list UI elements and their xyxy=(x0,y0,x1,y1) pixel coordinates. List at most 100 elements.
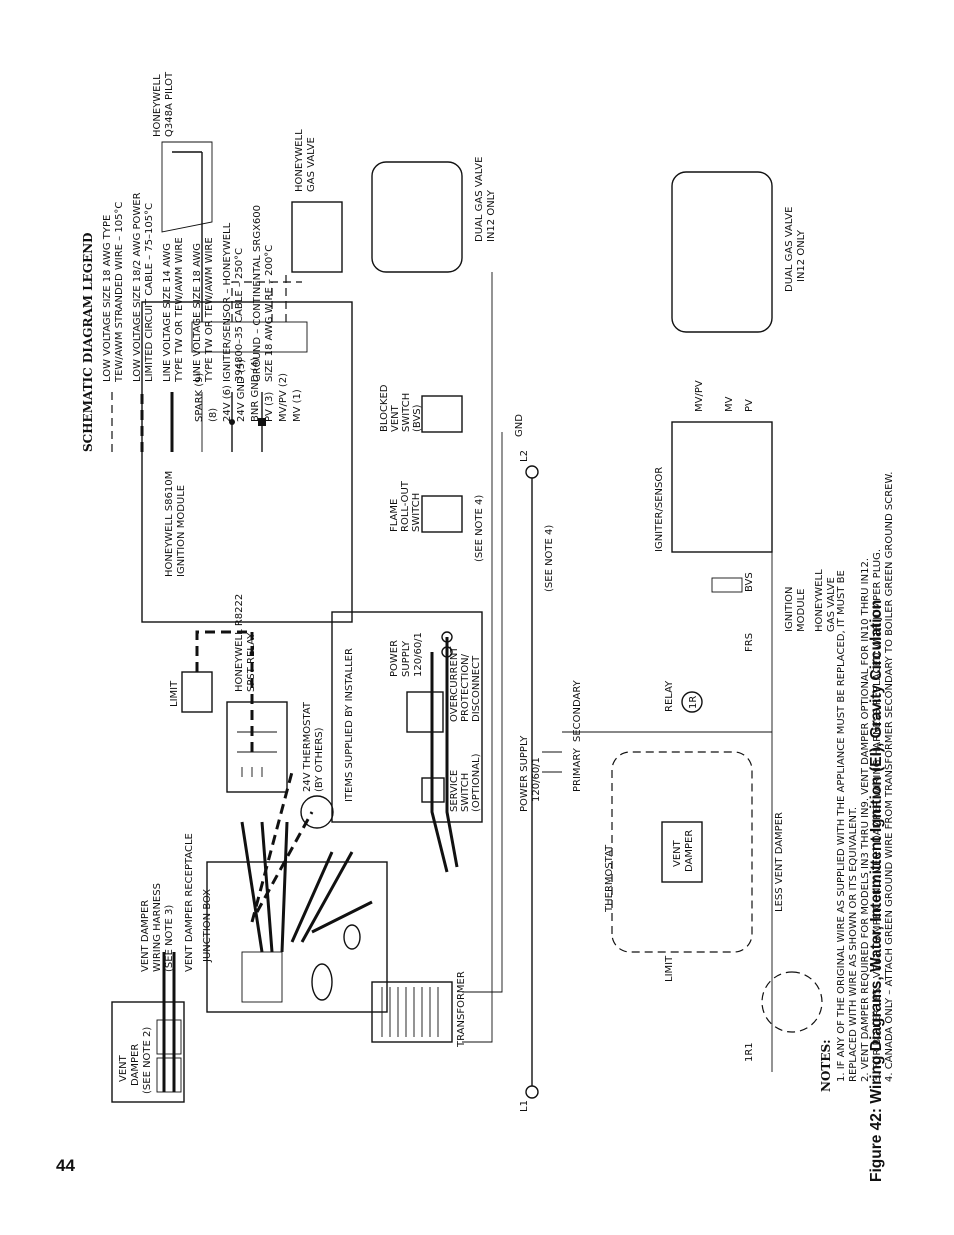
notes-title: NOTES: xyxy=(819,1039,833,1092)
ladder-igniter-label: IGNITER/SENSOR xyxy=(654,467,665,552)
ladder-vent-damper xyxy=(661,821,703,883)
service-switch-label-3: (OPTIONAL) xyxy=(471,753,482,812)
legend-igniter-dot xyxy=(229,419,235,425)
vent-damper-receptacle-label: VENT DAMPER RECEPTACLE xyxy=(184,833,195,972)
flame-rollout-switch xyxy=(421,495,463,533)
installer-label: ITEMS SUPPLIED BY INSTALLER xyxy=(344,648,355,802)
ground-and-yellow-wires xyxy=(462,272,503,1043)
ignition-module-label-1: HONEYWELL S8610M xyxy=(164,471,175,577)
installer-box xyxy=(331,611,483,823)
wiring-diagram-canvas: VENT DAMPER (SEE NOTE 2) VENT DAMPER WIR… xyxy=(81,71,895,1112)
legend-6a: GROUND – CONTINENTAL SRGX600 xyxy=(252,205,263,382)
legend-1b: TEW/AWM STRANDED WIRE – 105°C xyxy=(114,202,125,383)
overcurrent-label-3: DISCONNECT xyxy=(471,655,482,722)
ladder-ignition-module-label-2: MODULE xyxy=(796,589,807,632)
terminal-24v-gnd: 24V GND (5) xyxy=(236,359,247,422)
dual-gas-valve-label-1: DUAL GAS VALVE xyxy=(474,157,485,242)
ladder-gnd-label: GND xyxy=(514,414,525,437)
power-supply-label-2: SUPPLY xyxy=(401,640,412,677)
dual-gas-valve-label-2: IN12 ONLY xyxy=(486,189,497,242)
legend-2a: LOW VOLTAGE SIZE 18/2 AWG POWER xyxy=(132,192,143,382)
ladder-power-supply-label-1: POWER SUPPLY xyxy=(519,735,530,812)
bvs-label-2: VENT xyxy=(390,404,401,432)
terminal-mv: MV (1) xyxy=(292,389,303,422)
ladder-vent-damper-label-2: DAMPER xyxy=(684,830,695,872)
frs-label-3: SWITCH xyxy=(411,493,422,532)
terminal-24v: 24V (6) xyxy=(222,385,233,422)
note-1a: 1. IF ANY OF THE ORIGINAL WIRE AS SUPPLI… xyxy=(836,570,847,1082)
ladder-ignition-module xyxy=(671,421,773,553)
ladder-ignition-module-label-1: IGNITION xyxy=(784,586,795,632)
ladder-l2-label: L2 xyxy=(519,450,530,462)
limit-switch xyxy=(181,671,213,713)
dual-gas-valve xyxy=(371,161,463,273)
rotated-wiring-diagram: VENT DAMPER (SEE NOTE 2) VENT DAMPER WIR… xyxy=(52,52,902,1152)
relay-label-1: HONEYWELL R8222 xyxy=(234,594,245,692)
low-voltage-cables xyxy=(240,821,373,953)
connector-ring-2 xyxy=(343,924,361,950)
gas-valve-label-2: GAS VALVE xyxy=(306,137,317,192)
ladder-relay-label: RELAY xyxy=(664,680,675,712)
legend-1a: LOW VOLTAGE SIZE 18 AWG TYPE xyxy=(102,215,113,382)
terminal-pv: PV (3) xyxy=(264,392,275,422)
frs-label-2: ROLL-OUT xyxy=(400,480,411,532)
ignition-module xyxy=(141,301,353,623)
harness-label-1: VENT DAMPER xyxy=(140,900,151,972)
notes-section: NOTES: 1. IF ANY OF THE ORIGINAL WIRE AS… xyxy=(819,472,895,1092)
vent-damper-plug xyxy=(156,1057,182,1093)
junction-box xyxy=(206,861,388,1013)
spst-relay xyxy=(226,701,288,793)
valve-wiring xyxy=(231,272,302,322)
bvs-symbol xyxy=(711,577,743,593)
power-supply-label-1: POWER xyxy=(389,640,400,677)
note-4: 4. CANADA ONLY – ATTACH GREEN GROUND WIR… xyxy=(884,472,895,1082)
gas-valve xyxy=(291,201,343,273)
ladder-mv-label: MV xyxy=(724,396,735,412)
ladder-power-supply-label-2: 120/60/1 xyxy=(531,757,542,802)
relay-coil xyxy=(237,731,277,777)
ladder-pv-label: PV xyxy=(744,399,755,412)
pilot-assembly xyxy=(161,141,213,233)
blocked-vent-switch xyxy=(421,395,463,433)
vent-damper-plug-2 xyxy=(156,1019,182,1055)
module-terminals: SPARK (9) (8) 24V (6) 24V GND (5) BNR GN… xyxy=(194,357,303,422)
vent-damper-harness xyxy=(162,952,176,1092)
legend-3b: TYPE TW OR TEW/AWM WIRE xyxy=(174,237,185,383)
ladder-gas-valve-label-2: GAS VALVE xyxy=(826,577,837,632)
vent-damper-plug-circle xyxy=(761,971,823,1033)
note-1b: REPLACED WITH WIRE AS SHOWN OR ITS EQUIV… xyxy=(848,807,859,1082)
legend-4a: LINE VOLTAGE SIZE 18 AWG xyxy=(192,243,203,382)
vent-damper-box xyxy=(111,1001,185,1103)
bvs-label-1: BLOCKED xyxy=(379,384,390,432)
overcurrent-protection xyxy=(406,691,444,733)
ladder-limit-label: LIMIT xyxy=(664,955,675,982)
pilot-label-1: HONEYWELL xyxy=(152,74,163,137)
ladder-dual-gas-valve xyxy=(671,171,773,333)
contact-label: 1R1 xyxy=(744,1042,755,1062)
service-switch-label-2: SWITCH xyxy=(460,773,471,812)
harness-label-3: (SEE NOTE 3) xyxy=(164,905,175,972)
ladder-diagram: L1 L2 GND POWER SUPPLY 120/60/1 (SEE NOT… xyxy=(514,171,837,1112)
terminal-mvpv: MV/PV (2) xyxy=(278,373,289,422)
ladder-thermostat-label: THERMOSTAT xyxy=(604,844,615,913)
transformer-label: TRANSFORMER xyxy=(456,971,467,1048)
thermostat-icon xyxy=(300,795,334,829)
transformer-windings xyxy=(381,987,439,1037)
relay-coil-symbol xyxy=(681,691,703,713)
schematic-legend-title: SCHEMATIC DIAGRAM LEGEND xyxy=(81,232,95,452)
thermostat-label-2: (BY OTHERS) xyxy=(314,727,325,792)
vent-damper-label-2: DAMPER xyxy=(130,1044,141,1086)
legend-3a: LINE VOLTAGE SIZE 14 AWG xyxy=(162,243,173,382)
ladder-bvs-label: BVS xyxy=(744,572,755,592)
frs-label-1: FLAME xyxy=(389,499,400,532)
overcurrent-label-2: PROTECTION/ xyxy=(460,653,471,722)
ladder-dual-gas-valve-label-2: IN12 ONLY xyxy=(796,229,807,282)
ladder-l1-label: L1 xyxy=(519,1100,530,1112)
vent-damper-label-1: VENT xyxy=(118,1054,129,1082)
ladder-vent-damper-label-1: VENT xyxy=(672,839,683,867)
legend-4b: TYPE TW OR TEW/AWM WIRE xyxy=(204,237,215,383)
schematic-see-note-4: (SEE NOTE 4) xyxy=(474,495,485,562)
ignition-module-label-2: IGNITION MODULE xyxy=(176,485,187,577)
primary-label: PRIMARY xyxy=(572,747,583,792)
legend-5b: 394800–35 CABLE – 250°C xyxy=(234,248,245,382)
